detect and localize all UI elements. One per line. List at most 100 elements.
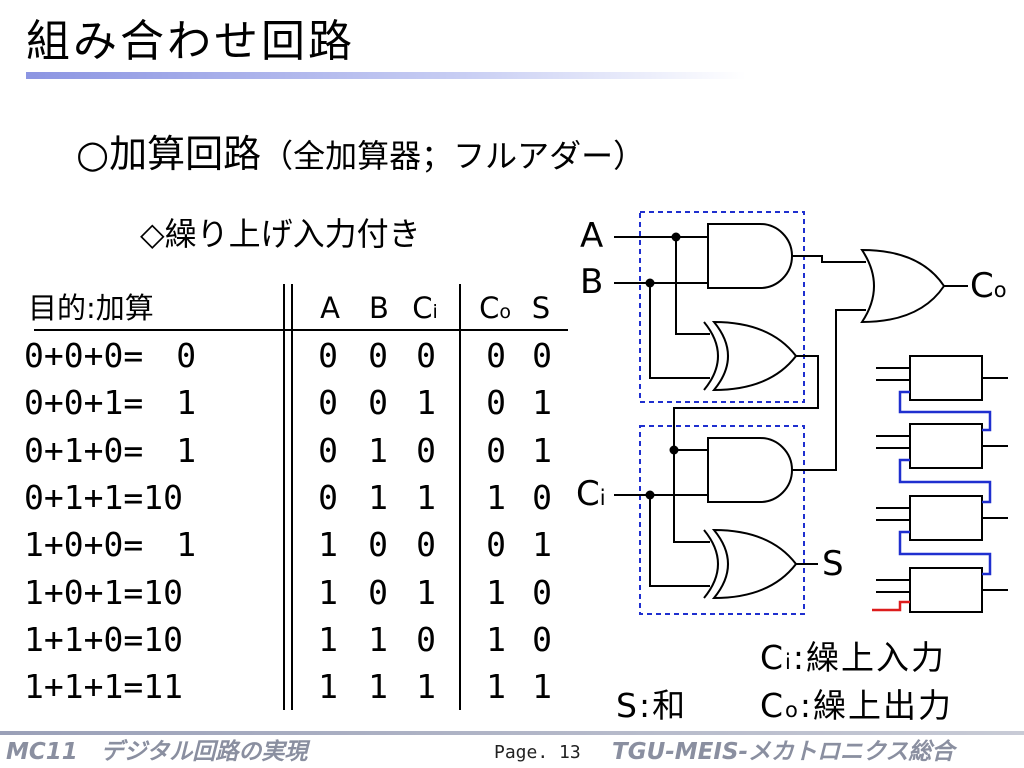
table-cell: 1 [318,619,338,659]
and-gate-2 [707,437,793,503]
table-cell: 0 [318,383,338,423]
legend-co: Co:繰上出力 [760,684,953,732]
equation: 0+0+1= 1 [24,383,197,423]
xor-gate-1 [711,320,798,392]
title-underline [26,72,746,79]
equation: 1+0+1=10 [24,572,183,612]
table-cell: 0 [486,430,506,470]
input-ci-main: C [576,474,600,514]
header-co: Co [472,288,518,332]
footer-department: TGU-MEIS-メカトロニクス総合 [612,739,955,765]
xor-gate-2 [711,528,798,600]
table-cell: 0 [368,525,388,565]
or-gate [860,248,946,324]
purpose-label: 目的:加算 [28,291,154,325]
heading-paren: （全加算器；フルアダー） [261,137,646,175]
header-a-text: A [320,291,340,325]
legend-ci-text: :繰上入力 [792,638,947,677]
and-gate-1 [707,223,793,289]
legend-co-sub: o [785,698,800,722]
table-cell: 0 [416,336,436,375]
header-b: B [356,288,402,328]
slide-title: 組み合わせ回路 [26,16,355,67]
header-ci: Ci [402,288,448,332]
half-adder-box-2 [639,425,805,615]
header-b-text: B [369,291,389,325]
ripple-carry-diagram [872,355,1008,613]
page-number: Page. 13 [494,742,581,763]
legend-ci-main: C [760,638,786,677]
input-b-label: B [580,262,604,302]
table-cell: 1 [486,667,506,707]
equation: 0+0+0= 0 [24,336,197,375]
table-cell: 0 [532,336,552,375]
table-cell: 1 [486,477,506,517]
input-ci-label: Ci [576,474,606,518]
legend-ci-sub: i [785,650,793,674]
table-cell: 1 [532,383,552,423]
table-cell: 0 [368,336,388,375]
junction-b [645,278,655,288]
header-a: A [307,288,353,328]
table-cell: 0 [486,383,506,423]
equation: 1+1+0=10 [24,619,183,659]
heading-main: ○加算回路 [76,132,262,176]
junction-a [671,232,681,242]
table-cell: 1 [416,572,436,612]
table-cell: 0 [416,525,436,565]
table-cell: 1 [532,525,552,565]
legend-co-main: C [760,686,786,725]
half-adder-box-1 [639,211,805,403]
input-a-label: A [580,216,604,256]
header-s-text: S [531,291,551,325]
table-cell: 1 [368,619,388,659]
table-cell: 1 [318,667,338,707]
output-co-sub: o [993,278,1007,302]
table-cell: 0 [532,619,552,659]
output-s-label: S [822,544,844,584]
table-cell: 0 [318,477,338,517]
footer-rule [0,731,1024,735]
table-cell: 1 [486,619,506,659]
xor-gate-2-back [703,529,719,599]
header-co-sub: o [499,301,511,323]
output-co-main: C [970,266,994,306]
table-cell: 1 [368,430,388,470]
xor-gate-1-back [703,321,719,391]
table-cell: 0 [486,525,506,565]
subheading: ◇繰り上げ入力付き [140,215,421,253]
equation: 0+1+0= 1 [24,430,197,470]
junction-ci [645,490,655,500]
legend-co-text: :繰上出力 [799,686,954,725]
table-cell: 1 [318,572,338,612]
table-cell: 1 [368,477,388,517]
junction-xor [669,445,679,455]
header-s: S [518,288,564,328]
header-ci-main: C [412,291,433,325]
input-wires [614,236,968,587]
table-cell: 0 [532,572,552,612]
equation: 0+1+1=10 [24,477,183,517]
table-cell: 0 [486,336,506,375]
input-ci-sub: i [599,486,606,510]
output-co-label: Co [970,266,1007,310]
table-cell: 0 [368,383,388,423]
header-co-main: C [479,291,500,325]
table-cell: 0 [416,430,436,470]
table-cell: 1 [416,667,436,707]
equation: 1+0+0= 1 [24,525,197,565]
table-cell: 1 [416,477,436,517]
table-cell: 1 [416,383,436,423]
table-cell: 0 [532,477,552,517]
legend-ci: Ci:繰上入力 [760,636,946,684]
table-cell: 1 [532,430,552,470]
table-cell: 0 [318,336,338,375]
table-cell: 1 [368,667,388,707]
footer-course: MC11 デジタル回路の実現 [6,739,308,765]
equation: 1+1+1=11 [24,667,183,707]
table-cell: 1 [532,667,552,707]
table-cell: 1 [486,572,506,612]
legend-s: S:和 [616,686,688,725]
header-ci-sub: i [432,301,438,323]
